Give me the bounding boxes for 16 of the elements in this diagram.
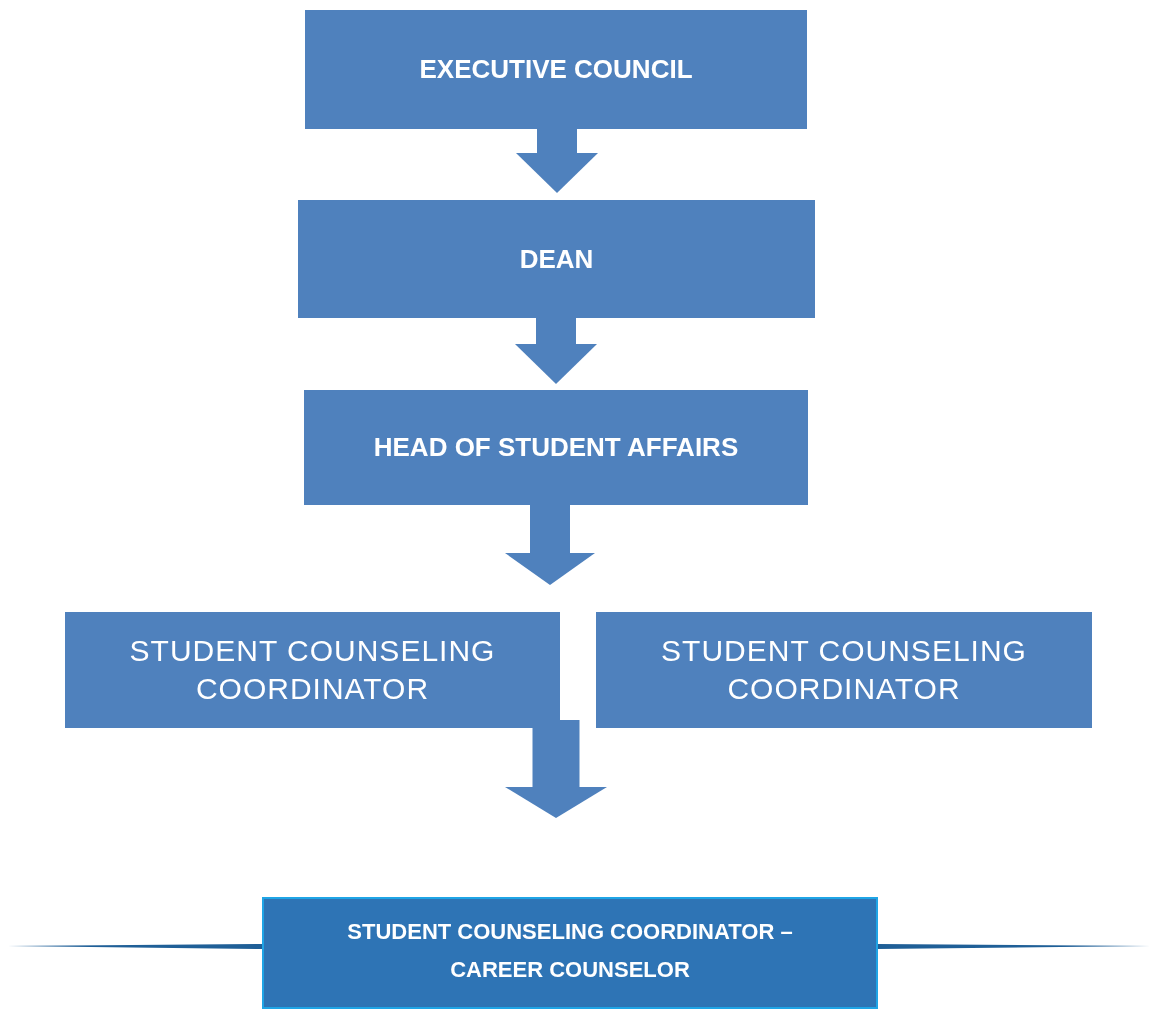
- node-label: STUDENT COUNSELING COORDINATOR: [128, 633, 497, 707]
- process-box: [262, 897, 878, 1009]
- node-label: STUDENT COUNSELING COORDINATOR: [660, 633, 1028, 707]
- block-arrow: [515, 318, 597, 384]
- node-label: HEAD OF STUDENT AFFAIRS: [373, 432, 739, 463]
- process-box: [305, 10, 807, 129]
- node-label: EXECUTIVE COUNCIL: [419, 54, 693, 85]
- node-label: STUDENT COUNSELING COORDINATOR – CAREER COUNSELOR: [346, 918, 794, 984]
- block-arrow: [505, 720, 607, 818]
- process-box: [596, 612, 1092, 728]
- node-label: DEAN: [519, 243, 594, 275]
- process-box: [304, 390, 808, 505]
- process-box: [298, 200, 815, 318]
- block-arrow: [505, 505, 595, 585]
- block-arrow: [516, 129, 598, 193]
- process-box: [65, 612, 560, 728]
